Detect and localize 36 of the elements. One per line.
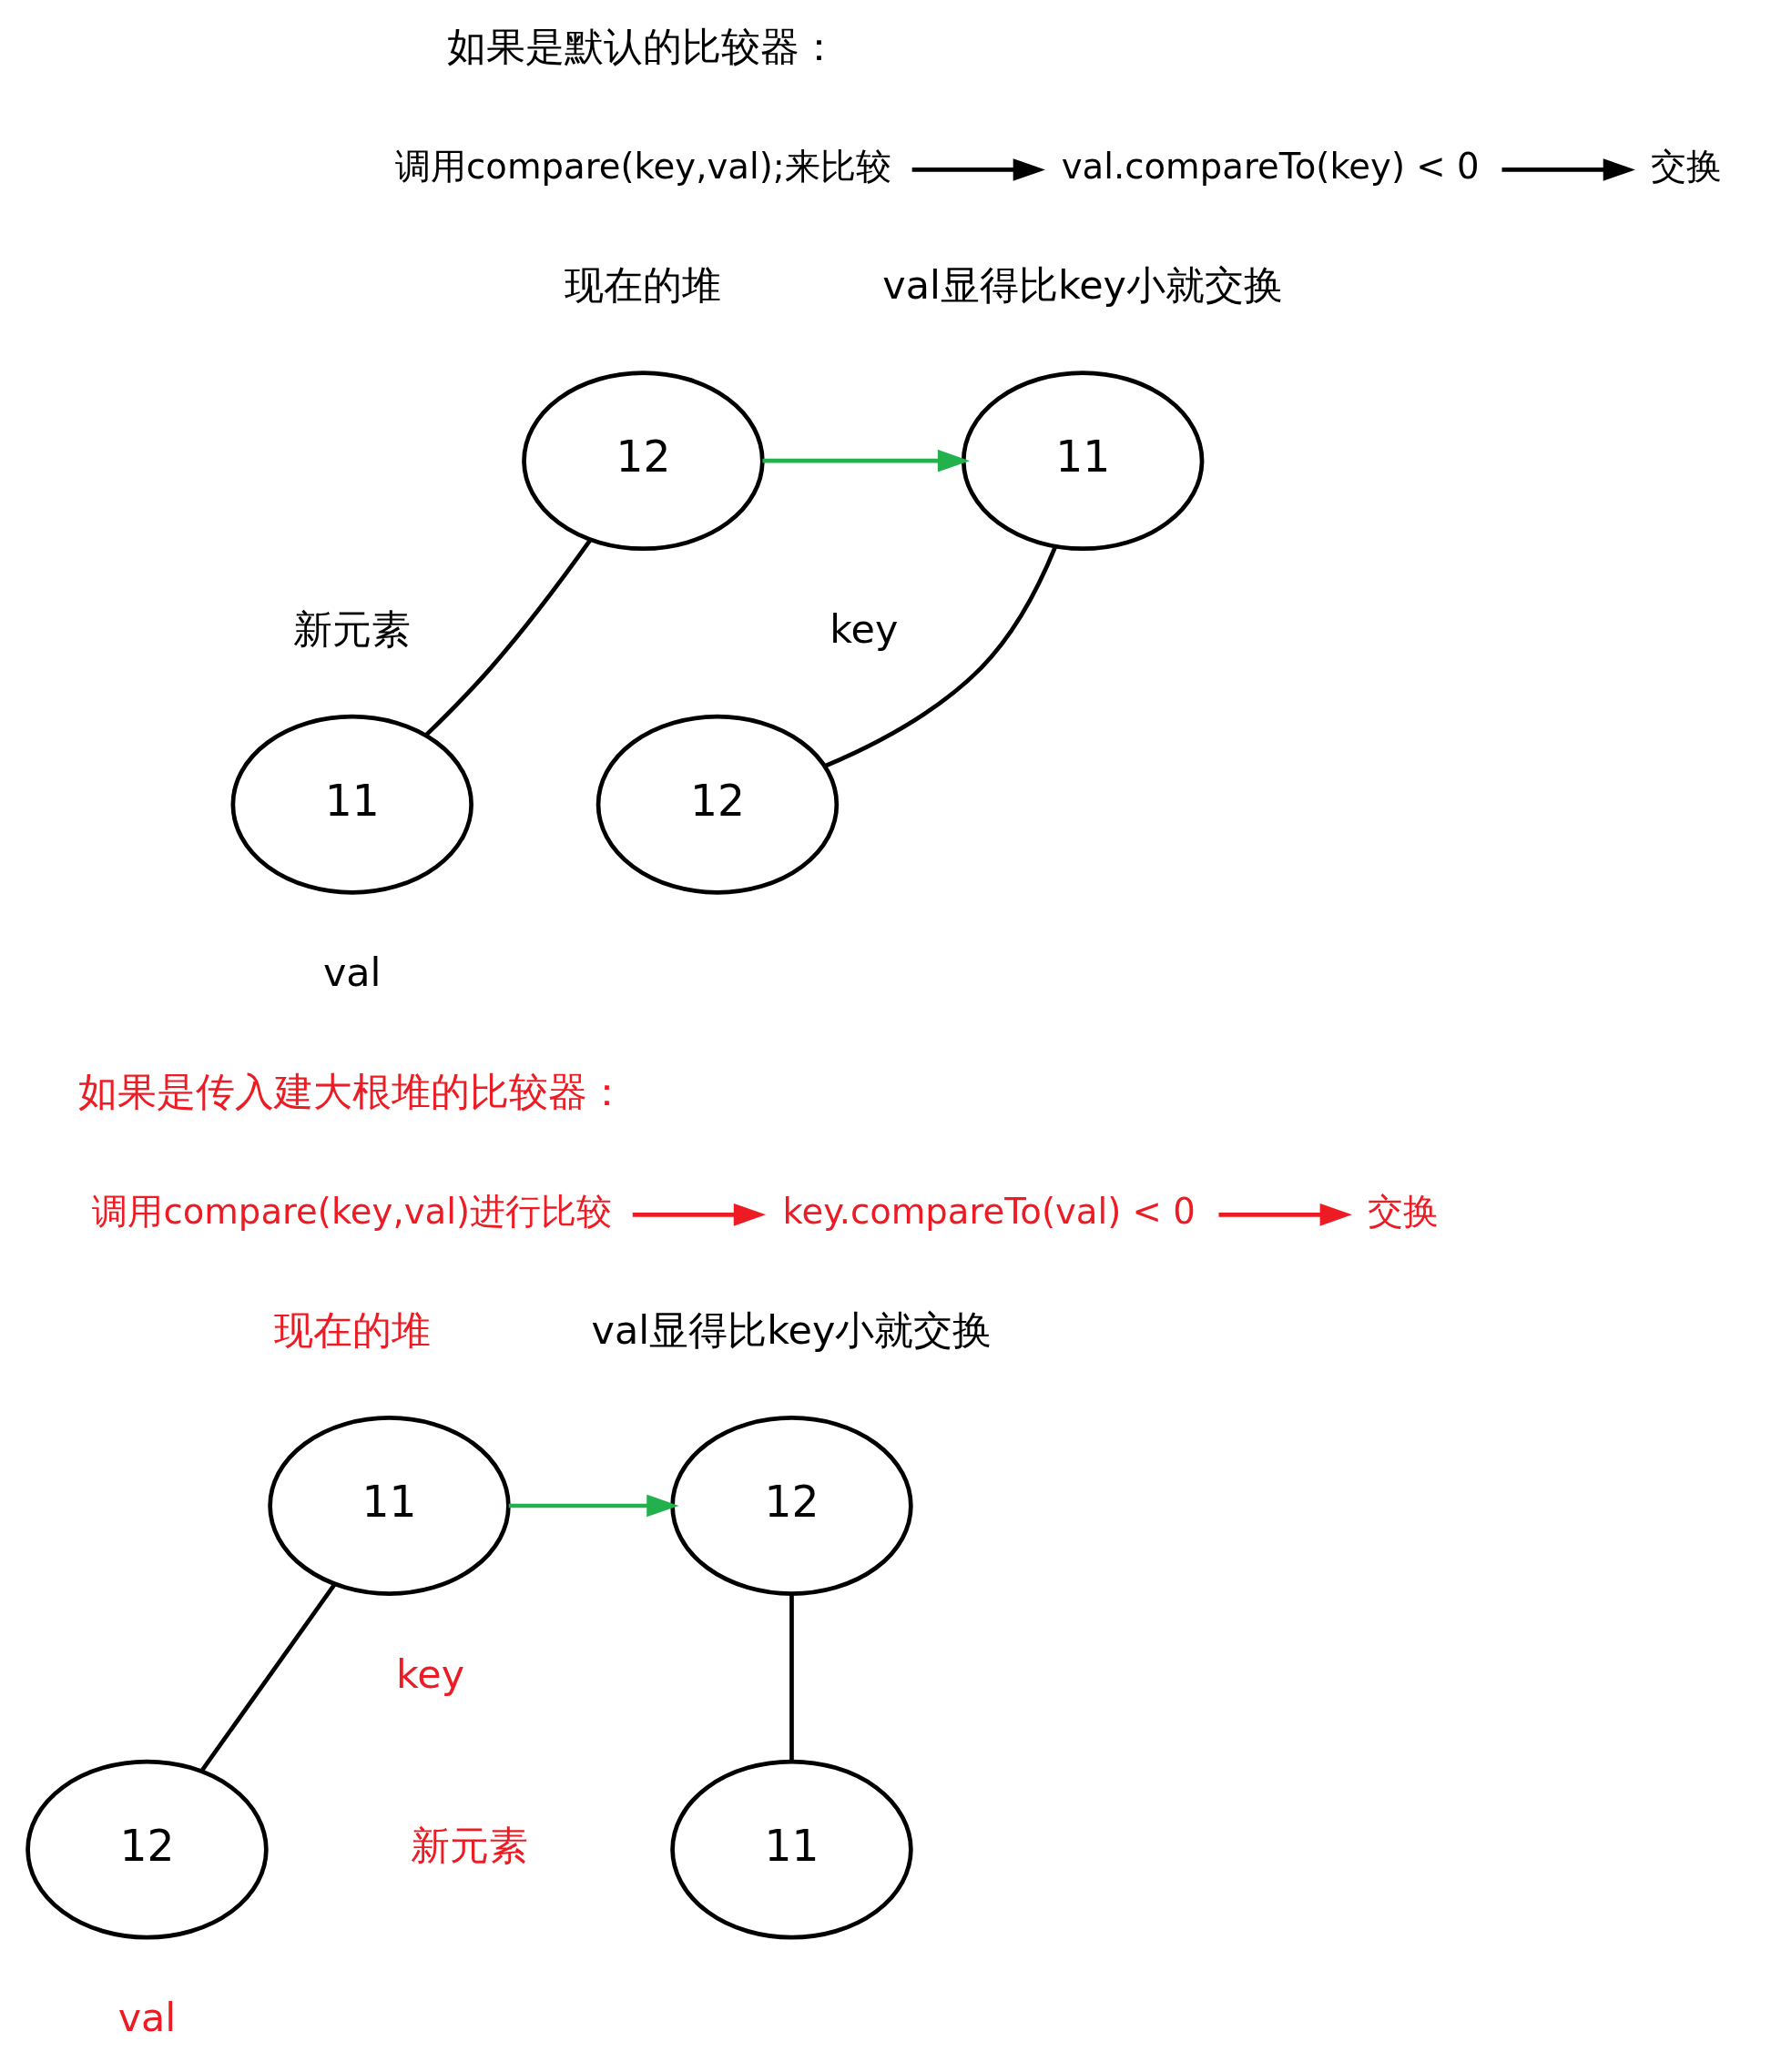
label: 现在的堆 <box>273 1306 431 1353</box>
node-label: 新元素 <box>292 605 411 652</box>
node-ellipse: 12 <box>595 714 839 895</box>
node-label: val <box>322 950 382 996</box>
node-label: key <box>395 1650 464 1697</box>
node-text: key.compareTo(val) < 0 <box>782 1190 1196 1232</box>
label: 如果是传入建大根堆的比较器： <box>77 1069 626 1115</box>
connector <box>199 1582 337 1772</box>
node-label: val <box>117 1995 176 2041</box>
node-ellipse: 12 <box>669 1416 913 1596</box>
node-label: key <box>829 605 898 652</box>
arrow <box>632 1203 766 1226</box>
node-ellipse: 12 <box>25 1759 269 1940</box>
arrow <box>911 158 1045 181</box>
label: val显得比key小就交换 <box>591 1306 992 1353</box>
node-label: 新元素 <box>410 1823 528 1869</box>
connector <box>789 1594 794 1762</box>
label: 现在的堆 <box>564 262 721 309</box>
node-text: 交换 <box>1367 1190 1439 1232</box>
node-text: 交换 <box>1650 145 1722 187</box>
node-ellipse: 11 <box>669 1759 913 1940</box>
arrow <box>1501 158 1635 181</box>
node-text: 调用compare(key,val);来比较 <box>394 145 891 187</box>
connector <box>823 545 1057 768</box>
node-text: val.compareTo(key) < 0 <box>1061 145 1479 187</box>
connector <box>424 538 592 736</box>
node-text: 调用compare(key,val)进行比较 <box>91 1190 612 1232</box>
label: val显得比key小就交换 <box>881 262 1283 309</box>
arrow <box>508 1494 678 1518</box>
node-ellipse: 11 <box>230 714 473 895</box>
label: 如果是默认的比较器： <box>446 24 839 70</box>
node-ellipse: 11 <box>267 1416 511 1596</box>
node-ellipse: 12 <box>521 371 765 552</box>
node-ellipse: 11 <box>961 371 1204 552</box>
arrow <box>761 449 970 472</box>
arrow <box>1217 1203 1352 1226</box>
